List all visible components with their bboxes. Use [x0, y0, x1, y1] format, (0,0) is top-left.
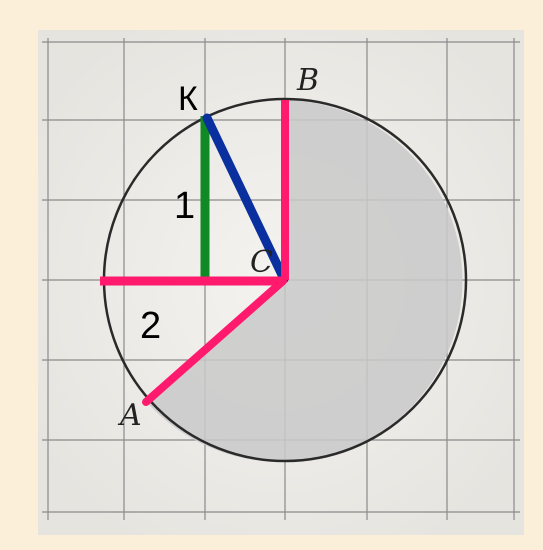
label-c: C [250, 245, 273, 280]
label-a: A [117, 398, 142, 433]
label-k: К [178, 80, 198, 118]
segment-radius-ca [142, 277, 287, 406]
segment-blue [202, 113, 289, 284]
label-segment-1: 1 [174, 185, 195, 227]
label-b: B [296, 63, 319, 98]
label-segment-2: 2 [140, 305, 161, 347]
shaded-sector [145, 100, 463, 462]
